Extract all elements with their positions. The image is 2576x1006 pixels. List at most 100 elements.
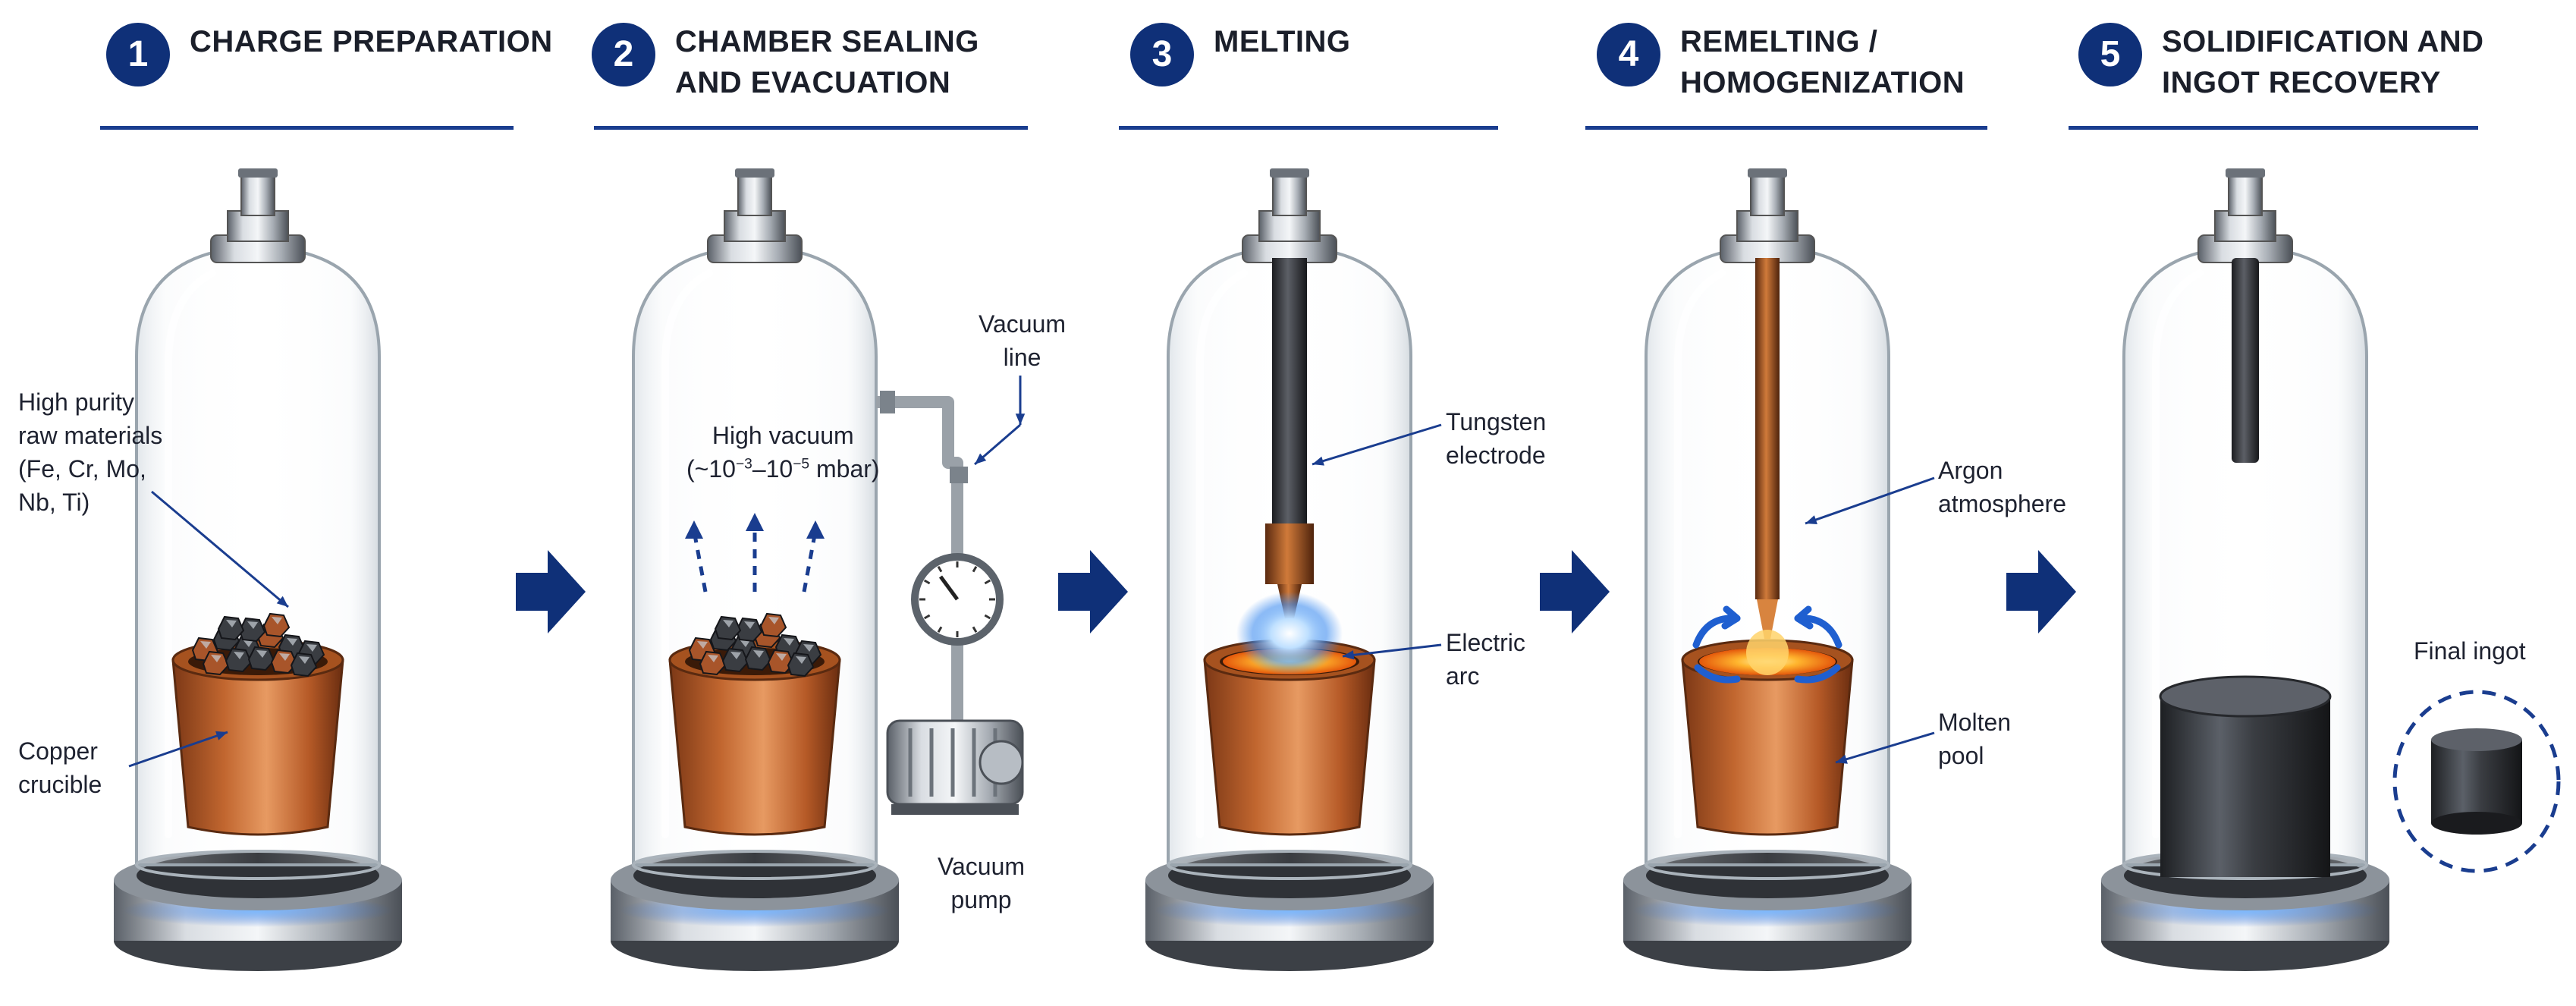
- chunk-highlight: [243, 640, 253, 647]
- final-ingot-bottom: [2431, 812, 2522, 835]
- arc-glow: [1746, 630, 1789, 675]
- chunk-highlight: [740, 640, 750, 647]
- vacuum-pump-base: [891, 804, 1019, 815]
- raw-material-chunk: [290, 652, 318, 677]
- evacuation-arrowhead: [685, 520, 703, 539]
- chunk-highlight: [803, 644, 814, 652]
- callout-arrowhead: [276, 596, 288, 607]
- chunk-highlight: [697, 641, 708, 649]
- gauge-tick: [984, 579, 991, 585]
- callout-leader-line: [1342, 643, 1442, 658]
- gauge-tick: [937, 626, 943, 633]
- step-title: CHARGE PREPARATION: [190, 25, 553, 58]
- vacuum-pump-label: Vacuum pump: [938, 853, 1026, 913]
- ingot: [2160, 696, 2330, 877]
- step-4-underline: [1585, 126, 1987, 130]
- electric-arc-label: Electric arc: [1446, 629, 1525, 690]
- raw-material-chunk: [787, 652, 815, 677]
- step-number-badge: 3: [1130, 23, 1194, 86]
- evacuation-arrowhead: [746, 513, 764, 531]
- process-step-arrow: [2006, 550, 2076, 633]
- chunk-highlight: [299, 656, 309, 664]
- chunk-highlight: [256, 650, 267, 658]
- callout-arrowhead: [975, 453, 987, 464]
- glass-highlight: [661, 269, 713, 838]
- chunk-highlight: [730, 652, 741, 659]
- glass-highlight: [1196, 269, 1248, 838]
- chunk-highlight: [768, 617, 779, 624]
- gauge-needle: [938, 575, 960, 601]
- jar-rim: [1167, 850, 1412, 880]
- step-title: REMELTING / HOMOGENIZATION: [1680, 25, 1965, 99]
- crucible-body: [668, 659, 841, 836]
- glass-highlight: [1674, 269, 1726, 838]
- chunk-highlight: [776, 653, 787, 661]
- callout-arrowhead: [1312, 456, 1324, 466]
- final-ingot-label: Final ingot: [2414, 637, 2526, 665]
- crucible-body: [1203, 659, 1376, 836]
- final-ingot-top: [2431, 728, 2522, 751]
- chunk-highlight: [796, 656, 806, 664]
- tungsten-electrode-label: Tungsten electrode: [1446, 408, 1547, 469]
- gauge-tick: [984, 614, 991, 620]
- step-number-badge: 2: [592, 23, 655, 86]
- glass-highlight: [165, 269, 216, 838]
- electrode-holder: [1265, 523, 1314, 584]
- high-vacuum-label: High vacuum (~10−3–10−5 mbar): [686, 419, 880, 486]
- glass-highlight: [2152, 269, 2204, 838]
- raw-material-chunk: [714, 615, 742, 641]
- step-title: MELTING: [1214, 25, 1351, 58]
- top-feedthrough: [238, 168, 278, 178]
- callout-leader-line: [128, 731, 228, 768]
- raw-material-chunk: [735, 617, 763, 643]
- callout-leader-line: [1835, 731, 1935, 764]
- gauge-tick: [972, 626, 978, 633]
- process-step-arrow: [516, 550, 586, 633]
- gauge-tick: [923, 614, 931, 620]
- vacuum-chamber-1: [114, 168, 402, 971]
- chunk-highlight: [708, 655, 718, 662]
- chunk-highlight: [272, 617, 282, 624]
- chunk-highlight: [287, 638, 297, 646]
- chunk-highlight: [306, 644, 317, 652]
- argon-atmosphere-label: Argon atmosphere: [1938, 457, 2066, 517]
- callout-leader-line: [151, 490, 289, 608]
- step-number-badge: 1: [106, 23, 170, 86]
- callout-leader-line: [1805, 476, 1935, 525]
- pump-motor-cap: [979, 740, 1024, 785]
- top-feedthrough: [735, 168, 774, 178]
- step-3-underline: [1119, 126, 1498, 130]
- electrode-tip: [1757, 599, 1778, 639]
- gauge-tick: [937, 565, 943, 573]
- raw-material-chunk: [759, 612, 787, 638]
- callout-arrowhead: [1015, 413, 1026, 425]
- evacuation-arrow: [692, 530, 708, 593]
- step-1-underline: [100, 126, 514, 130]
- rotation-arrowhead: [1721, 605, 1741, 630]
- copper-crucible: [171, 612, 344, 836]
- chunk-highlight: [211, 655, 221, 662]
- raw-material-chunk: [238, 617, 266, 643]
- chunk-highlight: [723, 620, 734, 627]
- jar-rim: [135, 850, 381, 880]
- step-number-badge: 5: [2078, 23, 2142, 86]
- chunk-highlight: [200, 641, 211, 649]
- molten-pool-label: Molten pool: [1938, 709, 2012, 769]
- step-2-underline: [594, 126, 1028, 130]
- rotation-arrow: [1794, 664, 1841, 684]
- top-feedthrough: [737, 172, 772, 216]
- step-5-underline: [2069, 126, 2478, 130]
- top-feedthrough: [1272, 172, 1307, 216]
- tungsten-electrode: [1272, 258, 1307, 531]
- chunk-highlight: [247, 621, 258, 629]
- raw-material-chunk: [262, 612, 291, 638]
- top-feedthrough: [240, 172, 275, 216]
- ingot-top: [2159, 675, 2332, 718]
- rotation-arrow: [1694, 664, 1741, 684]
- vacuum-line-label: Vacuum line: [979, 310, 1067, 371]
- step-title: CHAMBER SEALING AND EVACUATION: [675, 25, 979, 99]
- jar-rim: [1645, 850, 1890, 880]
- chunk-highlight: [226, 620, 237, 627]
- chunk-highlight: [784, 638, 794, 646]
